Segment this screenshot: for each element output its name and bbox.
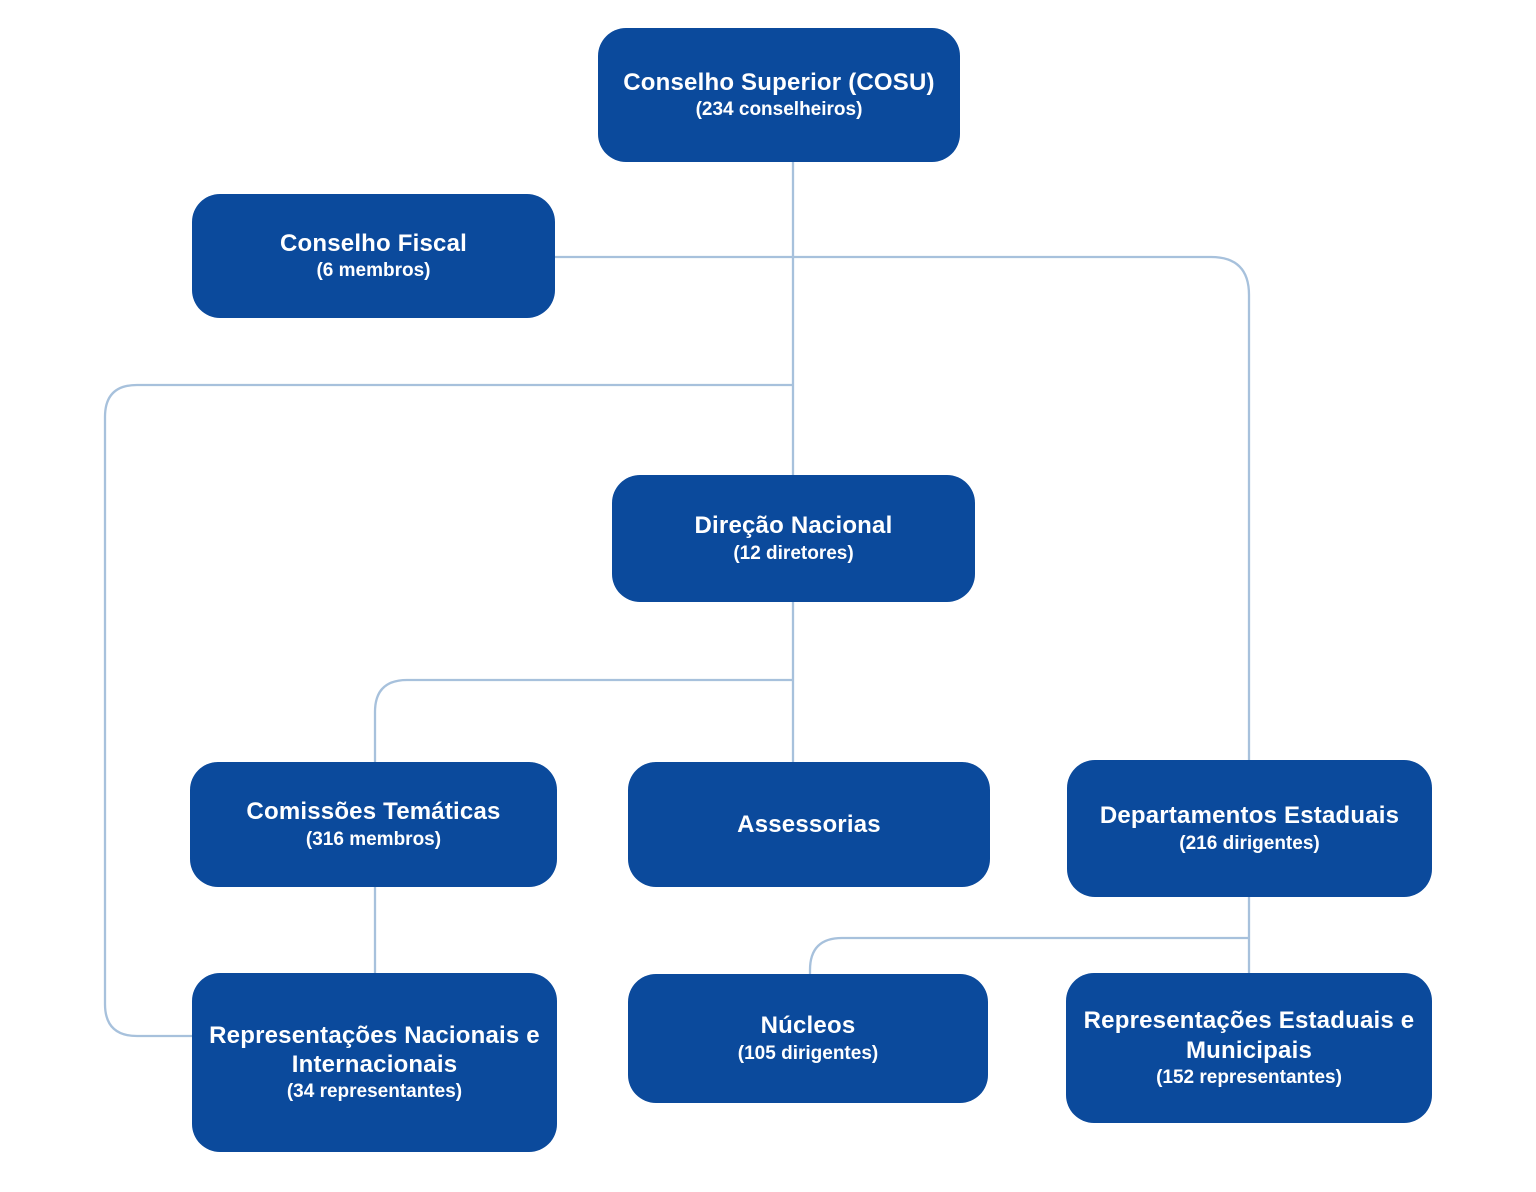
node-subtitle: (216 dirigentes)	[1179, 832, 1320, 854]
node-subtitle: (316 membros)	[305, 828, 442, 850]
node-subtitle: (152 representantes)	[1156, 1066, 1342, 1088]
node-subtitle: (234 conselheiros)	[695, 99, 863, 121]
connector-departamentos-nucleos	[808, 936, 1249, 974]
node-title: Assessorias	[737, 810, 881, 838]
connector-direcao-comissoes	[373, 678, 793, 762]
node-comissoes-tematicas: Comissões Temáticas (316 membros)	[190, 762, 557, 887]
node-subtitle: (6 membros)	[316, 260, 431, 282]
node-title: Núcleos	[760, 1012, 856, 1040]
node-assessorias: Assessorias	[628, 762, 990, 887]
node-representacoes-estaduais-municipais: Representações Estaduais e Municipais (1…	[1066, 973, 1432, 1123]
node-conselho-superior: Conselho Superior (COSU) (234 conselheir…	[598, 28, 960, 162]
node-nucleos: Núcleos (105 dirigentes)	[628, 974, 988, 1103]
node-representacoes-nacionais-internacionais: Representações Nacionais e Internacionai…	[192, 973, 557, 1152]
node-title: Conselho Fiscal	[279, 229, 468, 257]
node-subtitle: (105 dirigentes)	[737, 1042, 879, 1064]
node-title: Representações Nacionais e Internacionai…	[209, 1021, 540, 1079]
node-subtitle: (12 diretores)	[733, 542, 854, 564]
node-title: Conselho Superior (COSU)	[623, 68, 935, 96]
node-subtitle: (34 representantes)	[286, 1081, 463, 1103]
node-departamentos-estaduais: Departamentos Estaduais (216 dirigentes)	[1067, 760, 1432, 897]
node-title: Comissões Temáticas	[246, 798, 501, 826]
node-conselho-fiscal: Conselho Fiscal (6 membros)	[192, 194, 555, 318]
node-title: Representações Estaduais e Municipais	[1083, 1007, 1415, 1064]
node-title: Departamentos Estaduais	[1099, 802, 1400, 830]
node-direcao-nacional: Direção Nacional (12 diretores)	[612, 475, 975, 602]
node-title: Direção Nacional	[694, 512, 893, 540]
